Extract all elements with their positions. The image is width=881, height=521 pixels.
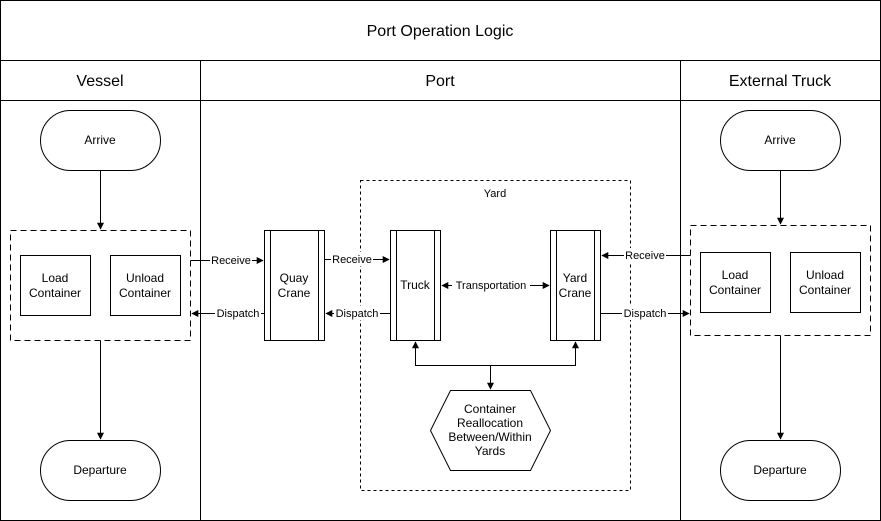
label-quay-truck-receive: Receive [332, 254, 372, 266]
label-vessel-quay-receive: Receive [211, 255, 251, 267]
label-crane-external-dispatch: Dispatch [624, 308, 667, 320]
quay-crane-label-1: Quay [280, 271, 309, 285]
label-quay-vessel-dispatch: Dispatch [217, 308, 260, 320]
external-load-label-1: Load [722, 268, 749, 282]
external-departure-node: Departure [720, 440, 841, 501]
yard-group [360, 180, 631, 491]
reallocation-label-3: Between/Within [448, 430, 531, 444]
yard-label: Yard [484, 188, 506, 200]
reallocation-label-4: Yards [475, 444, 505, 458]
vessel-arrive-label: Arrive [84, 133, 116, 147]
yard-crane-label-1: Yard [563, 271, 587, 285]
edge-truck-to-reallocation-link [412, 341, 579, 366]
lane-port-header: Port [425, 73, 455, 90]
external-arrive-node: Arrive [720, 110, 841, 171]
reallocation-label-2: Reallocation [457, 416, 523, 430]
vessel-arrive-node: Arrive [40, 110, 161, 171]
external-arrive-label: Arrive [764, 133, 796, 147]
yard-crane-label-2: Crane [559, 286, 592, 300]
external-unload-label-1: Unload [806, 268, 844, 282]
external-departure-label: Departure [753, 463, 807, 477]
vessel-departure-label: Departure [73, 463, 127, 477]
diagram-title: Port Operation Logic [367, 23, 514, 40]
vessel-departure-node: Departure [40, 440, 161, 501]
quay-crane-label-2: Crane [278, 286, 311, 300]
lane-external-truck-header: External Truck [729, 73, 832, 90]
lane-vessel-header: Vessel [76, 73, 123, 90]
yard-truck-label: Truck [400, 278, 431, 292]
label-external-crane-receive: Receive [625, 250, 665, 262]
external-load-label-2: Container [709, 283, 761, 297]
external-unload-label-2: Container [799, 283, 851, 297]
label-transportation: Transportation [456, 280, 527, 292]
yard-truck-node: Truck [390, 230, 441, 341]
vessel-load-label-2: Container [29, 286, 81, 300]
vessel-unload-label-1: Unload [126, 271, 164, 285]
reallocation-label-1: Container [464, 402, 516, 416]
vessel-unload-label-2: Container [119, 286, 171, 300]
label-truck-quay-dispatch: Dispatch [336, 308, 379, 320]
vessel-load-label-1: Load [42, 271, 69, 285]
